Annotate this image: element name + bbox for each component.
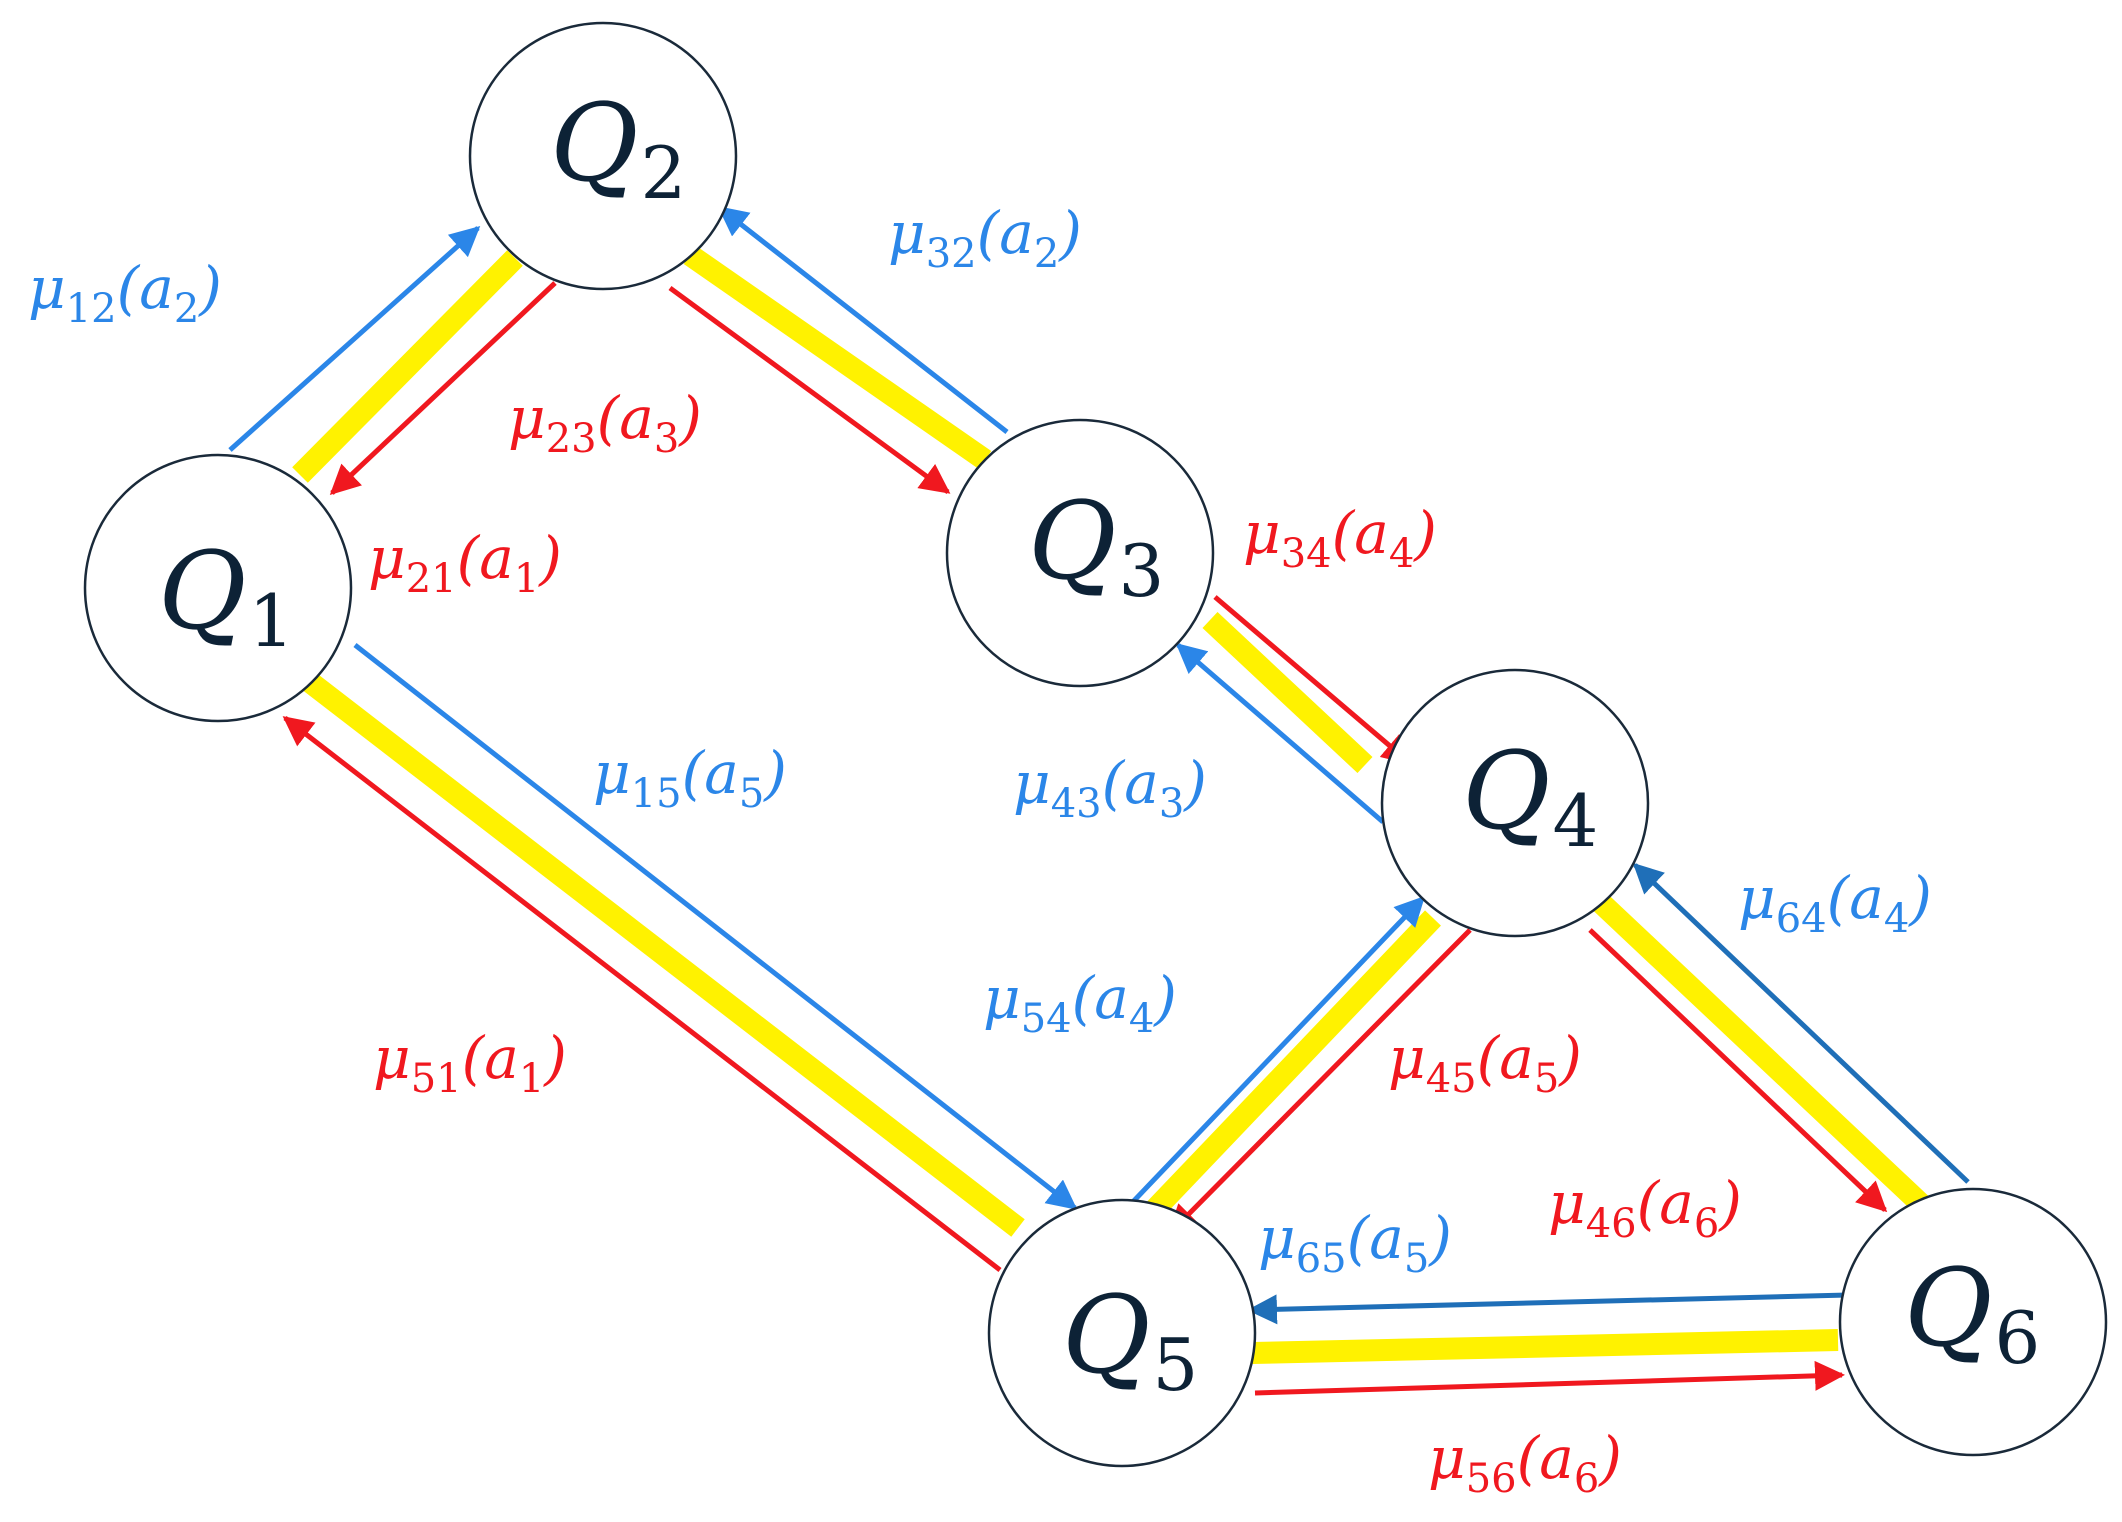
highlight-q4-q6 (1590, 891, 1930, 1214)
node-circle (1380, 668, 1650, 938)
node-q2: Q2 (468, 21, 738, 291)
label-mu54: μ54(a4) (983, 964, 1177, 1042)
node-label: Q6 (1904, 1246, 2040, 1380)
arrow-mu21 (329, 281, 557, 496)
label-mu15: μ15(a5) (593, 739, 787, 817)
arrow-mu32 (717, 206, 1009, 434)
label-mu21: μ21(a1) (368, 524, 562, 602)
arrow-mu34 (1213, 595, 1413, 765)
label-mu34: μ34(a4) (1243, 499, 1437, 577)
node-label: Q1 (158, 529, 294, 663)
label-mu43: μ43(a3) (1013, 749, 1207, 827)
label-mu32: μ32(a2) (888, 199, 1082, 277)
node-circle (468, 21, 738, 291)
arrow-mu15 (353, 643, 1078, 1210)
node-circle (945, 418, 1215, 688)
rate-labels: μ12(a2) μ21(a1) μ23(a3) μ32(a2) μ34(a4) … (28, 199, 1932, 1502)
highlight-q1-q2 (292, 250, 523, 483)
node-q5: Q5 (987, 1198, 1257, 1468)
label-mu12: μ12(a2) (28, 254, 222, 332)
nodes: Q1 Q2 Q3 Q4 Q5 Q6 (83, 21, 2108, 1468)
arrow-mu64 (1632, 862, 1970, 1184)
node-q6: Q6 (1838, 1187, 2108, 1457)
arrow-mu43 (1175, 643, 1385, 824)
arrow-mu56 (1254, 1360, 1845, 1396)
node-q4: Q4 (1380, 668, 1650, 938)
arrows (228, 206, 1970, 1396)
arrow-mu51 (282, 716, 1002, 1272)
node-label: Q3 (1028, 479, 1164, 613)
arrow-mu12 (228, 225, 481, 452)
arrow-mu54 (1125, 895, 1426, 1210)
node-circle (987, 1198, 1257, 1468)
highlight-q1-q5 (303, 673, 1025, 1237)
node-q3: Q3 (945, 418, 1215, 688)
label-mu65: μ65(a5) (1258, 1204, 1452, 1282)
node-q1: Q1 (83, 453, 353, 723)
highlight-bands (292, 245, 1930, 1364)
label-mu46: μ46(a6) (1548, 1169, 1742, 1247)
node-label: Q2 (550, 81, 686, 215)
highlight-q3-q4 (1202, 611, 1373, 774)
node-circle (1838, 1187, 2108, 1457)
arrow-mu65 (1247, 1292, 1849, 1325)
label-mu56: μ56(a6) (1428, 1424, 1622, 1502)
arrow-mu23 (668, 285, 951, 495)
node-label: Q5 (1062, 1273, 1198, 1407)
node-circle (83, 453, 353, 723)
node-label: Q4 (1462, 729, 1598, 863)
highlight-q5-q4 (1132, 910, 1441, 1233)
highlight-q5-q6 (1251, 1329, 1839, 1364)
label-mu45: μ45(a5) (1388, 1024, 1582, 1102)
label-mu51: μ51(a1) (373, 1024, 567, 1102)
label-mu64: μ64(a4) (1738, 864, 1932, 942)
highlight-q2-q3 (683, 245, 992, 470)
label-mu23: μ23(a3) (508, 384, 702, 462)
arrow-mu46 (1588, 928, 1888, 1213)
arrow-mu45 (1167, 928, 1472, 1236)
